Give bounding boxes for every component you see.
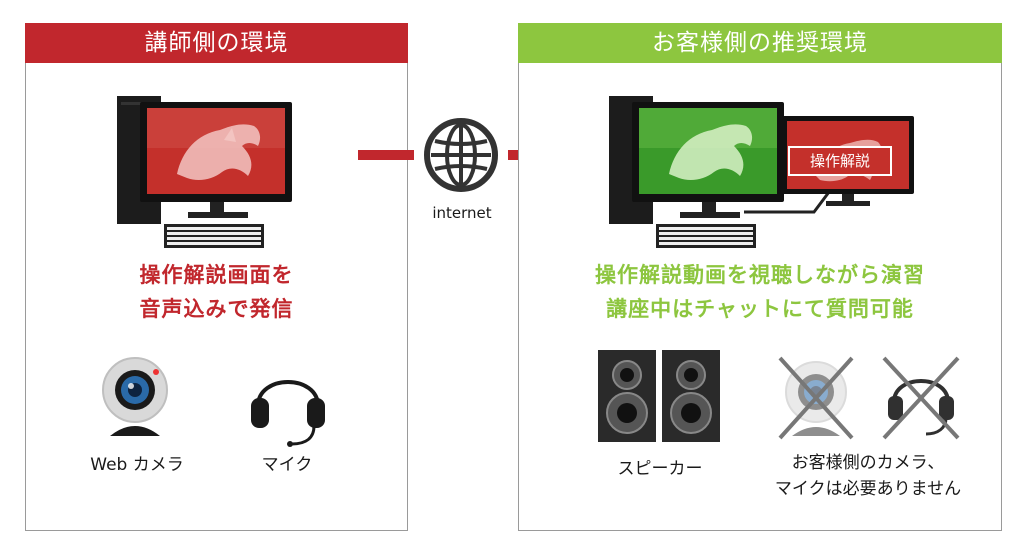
instructor-caption-line2: 音声込みで発信 bbox=[139, 297, 294, 321]
headset-icon bbox=[251, 380, 325, 447]
camera-mic-note: お客様側のカメラ、 マイクは必要ありません bbox=[748, 450, 988, 502]
customer-panel-header: お客様側の推奨環境 bbox=[518, 23, 1002, 63]
camera-mic-note-line2: マイクは必要ありません bbox=[774, 479, 962, 499]
internet-label: internet bbox=[432, 204, 492, 222]
webcam-icon bbox=[102, 357, 168, 436]
speaker-icon bbox=[598, 350, 720, 442]
speaker-label: スピーカー bbox=[617, 459, 703, 479]
headset-not-required-icon bbox=[882, 356, 960, 440]
sub-monitor-label: 操作解説 bbox=[788, 146, 892, 176]
camera-mic-note-line1: お客様側のカメラ、 bbox=[791, 453, 945, 473]
customer-caption-line1: 操作解説動画を視聴しながら演習 bbox=[595, 263, 925, 287]
instructor-panel-header: 講師側の環境 bbox=[25, 23, 408, 63]
instructor-desktop-computer-icon bbox=[117, 96, 292, 248]
customer-caption-line2: 講座中はチャットにて質問可能 bbox=[606, 297, 914, 321]
mic-label: マイク bbox=[261, 455, 313, 475]
webcam-label: Web カメラ bbox=[90, 455, 184, 475]
cross-out-icon bbox=[882, 356, 960, 440]
instructor-caption: 操作解説画面を 音声込みで発信 bbox=[25, 258, 408, 326]
cross-out-icon bbox=[778, 356, 854, 440]
webcam-not-required-icon bbox=[778, 356, 854, 440]
globe-icon bbox=[424, 118, 498, 192]
customer-caption: 操作解説動画を視聴しながら演習 講座中はチャットにて質問可能 bbox=[518, 258, 1002, 326]
instructor-caption-line1: 操作解説画面を bbox=[139, 263, 294, 287]
